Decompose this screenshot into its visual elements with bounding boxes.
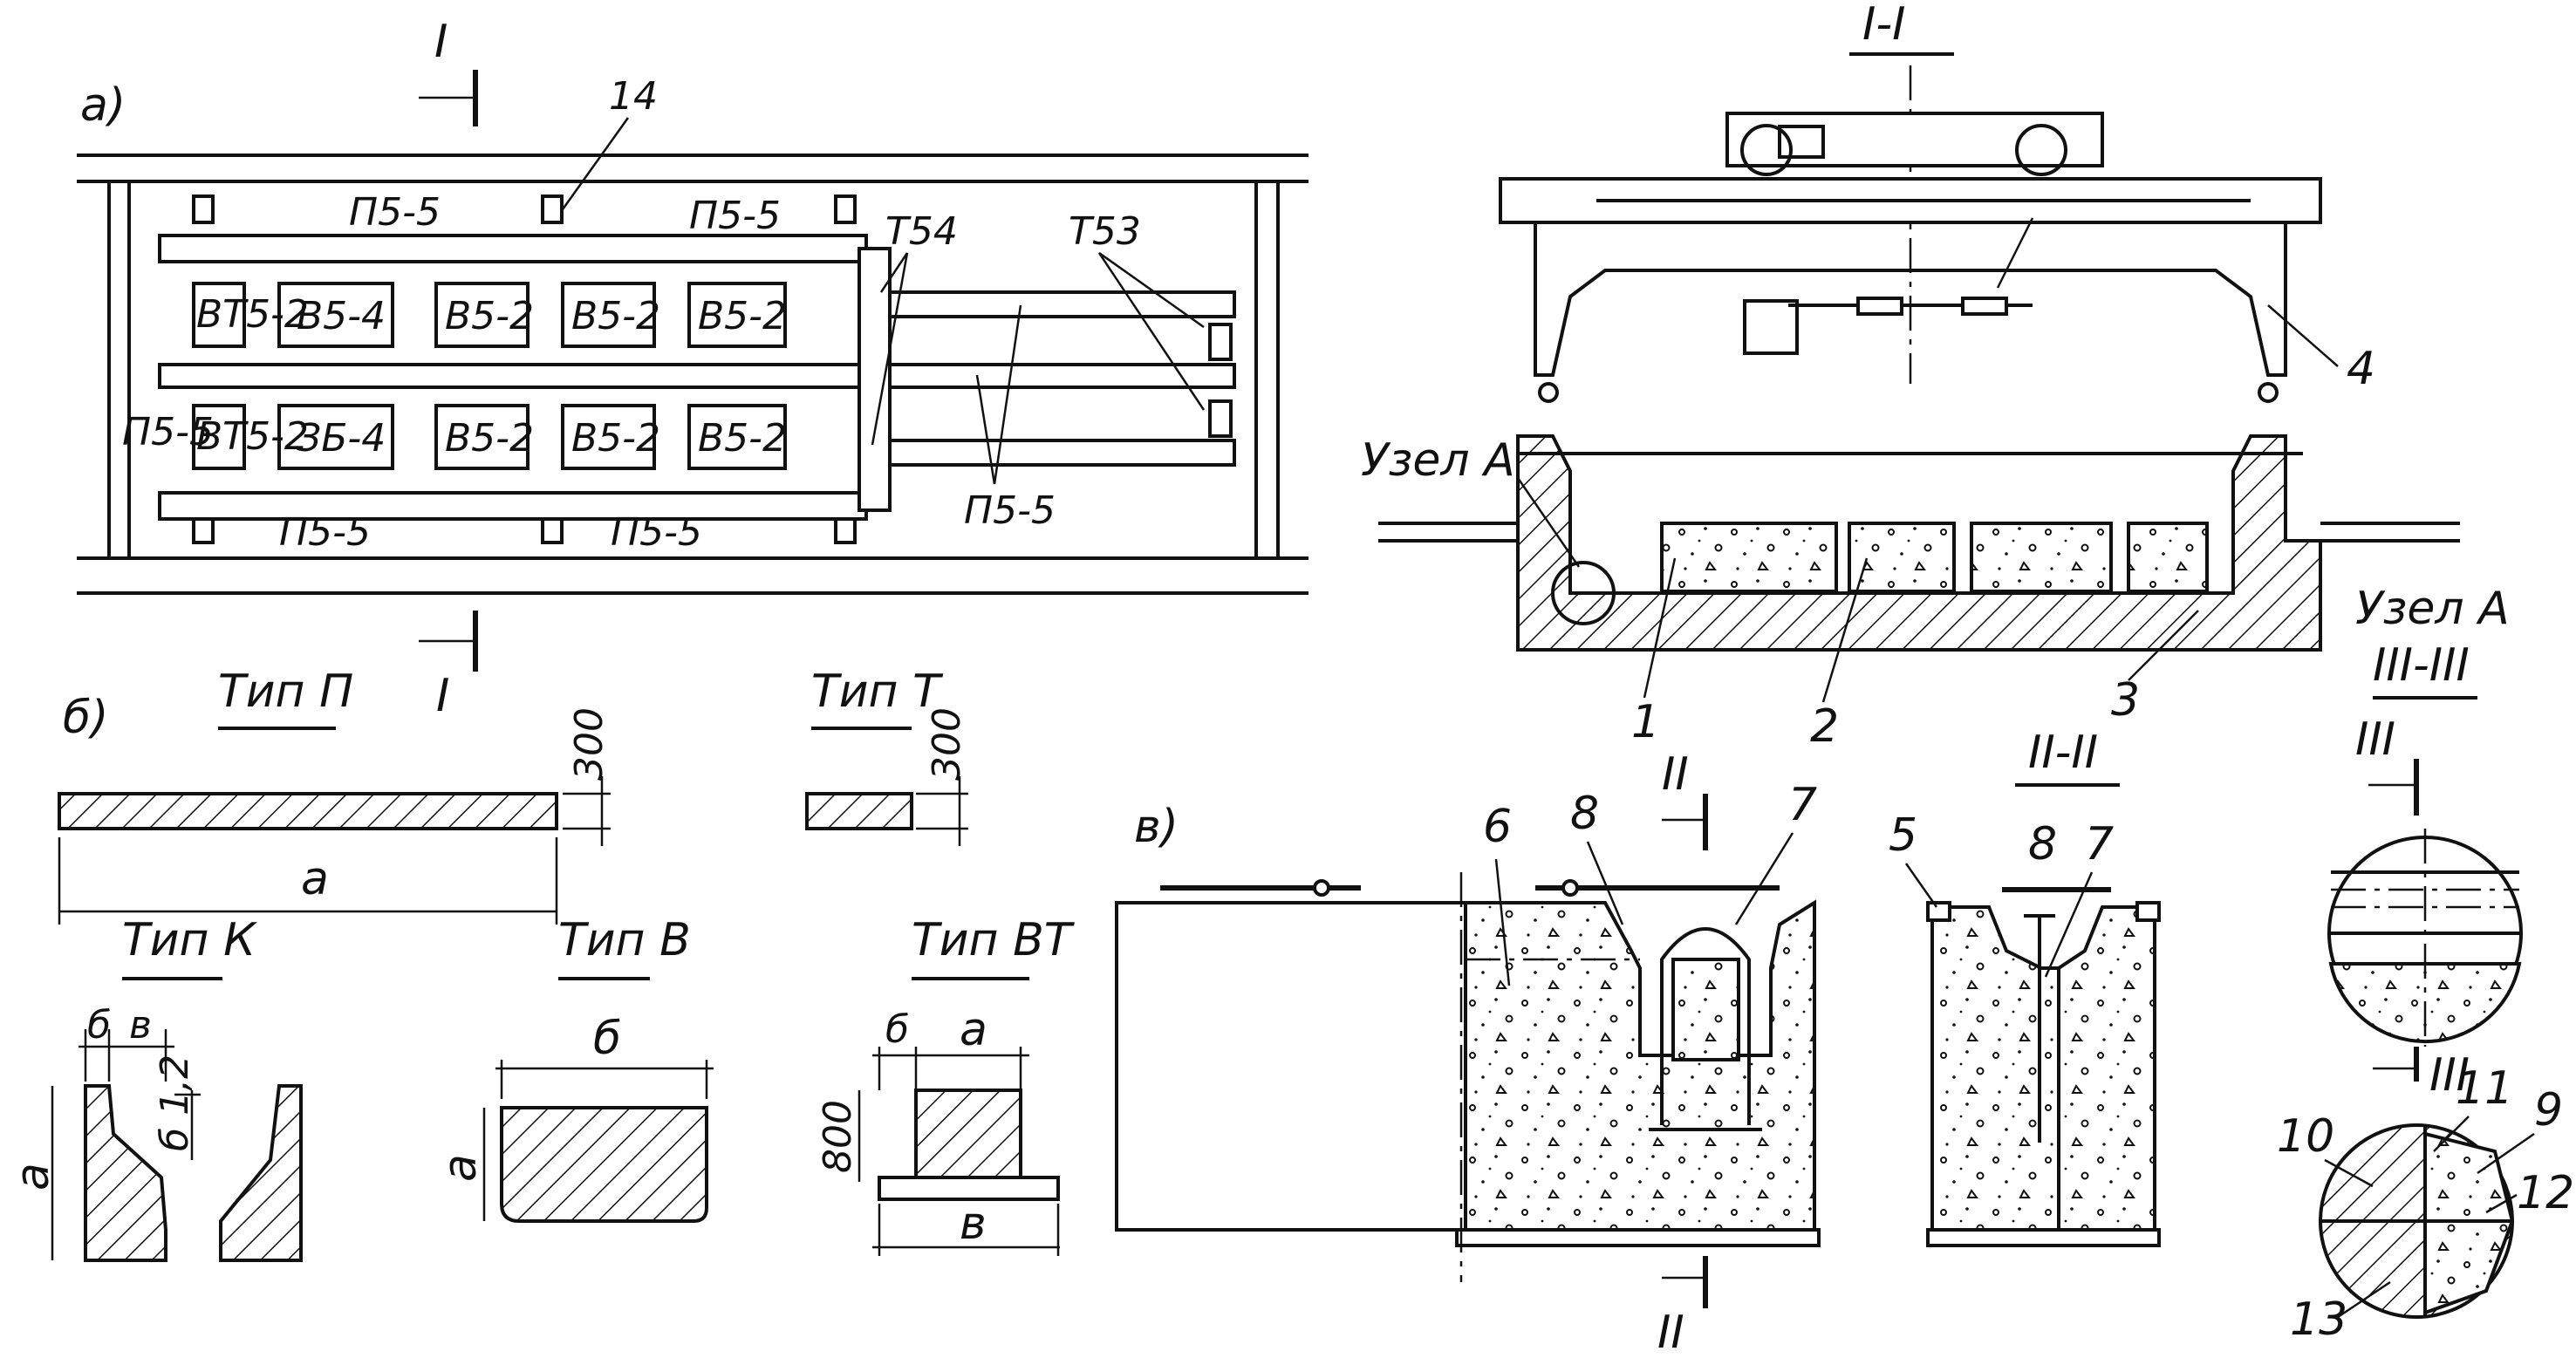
- type-t-title: Тип Т: [811, 665, 944, 718]
- type-vt-dim-v: в: [960, 1198, 987, 1250]
- block: [434, 404, 530, 470]
- type-k-dim-a: a: [7, 1163, 59, 1191]
- section-ii-ii: II-II 5 8 7: [1889, 727, 2161, 1247]
- plan-label: П5-5: [349, 190, 441, 235]
- callout-9: 9: [2534, 1084, 2563, 1136]
- plan-label: Т54: [885, 209, 958, 254]
- plan-label: П5-5: [122, 410, 214, 454]
- cut-iii-top: III: [2355, 713, 2395, 766]
- type-v-dim-b: б: [593, 1013, 621, 1065]
- block-label: В5-4: [297, 294, 386, 338]
- block-label: В5-2: [698, 416, 787, 461]
- plan-view: а) I I: [77, 16, 1308, 722]
- type-v-dim-a: a: [434, 1154, 487, 1182]
- cut-ii-bottom: II: [1657, 1307, 1684, 1359]
- block: [192, 404, 246, 470]
- block-label: ВТ5-2: [196, 414, 309, 459]
- callout-4: 4: [2347, 343, 2375, 395]
- block-types: б) Тип П a 300 Тип Т 300 Тип К б в a: [7, 665, 1076, 1262]
- plan-label: Т53: [1069, 209, 1141, 254]
- block: [687, 282, 787, 348]
- node-a-detail: Узел А III-III III III 9 11 10 12 13: [2277, 583, 2574, 1346]
- callout-1: 1: [1631, 696, 1660, 748]
- plan-label: П5-5: [964, 488, 1056, 533]
- node-a-label: Узел А: [1361, 434, 1515, 487]
- block: [561, 282, 656, 348]
- block-label: В5-2: [571, 416, 660, 461]
- type-k-dim-b: б: [87, 1003, 111, 1048]
- type-p-dim-h: 300: [567, 707, 612, 781]
- view-v: в) II II 6 8 7: [1115, 748, 1821, 1359]
- type-v-title: Тип В: [558, 914, 691, 966]
- type-vt-dim-a: a: [960, 1004, 987, 1056]
- type-k-dim-b12: б 1,2: [153, 1054, 197, 1151]
- callout-3: 3: [2111, 674, 2140, 727]
- type-k-title: Тип К: [122, 914, 257, 966]
- callout-7b: 7: [2085, 818, 2114, 870]
- callout-11: 11: [2456, 1062, 2513, 1115]
- section-i-top-label: I: [434, 16, 448, 68]
- type-k-dim-v: в: [129, 1003, 152, 1048]
- block-label: В5-2: [445, 416, 534, 461]
- cut-iii-bottom: III: [2429, 1049, 2470, 1102]
- callout-13: 13: [2290, 1293, 2347, 1346]
- plan-label: П5-5: [611, 510, 702, 555]
- block: [561, 404, 656, 470]
- block: [687, 404, 787, 470]
- view-a-marker: а): [80, 79, 126, 132]
- block-label: В5-2: [445, 294, 534, 338]
- cut-ii-top: II: [1662, 748, 1689, 801]
- type-p-title: Тип П: [218, 665, 353, 718]
- section-i-title: I-I: [1862, 0, 1905, 51]
- callout-6: 6: [1483, 801, 1512, 853]
- type-vt-dim-b: б: [885, 1007, 909, 1052]
- plan-label: 14: [609, 74, 658, 119]
- section-iii-title: III-III: [2373, 639, 2470, 692]
- block: [192, 282, 246, 348]
- callout-10: 10: [2277, 1110, 2334, 1163]
- section-i-i: I-I Узел А 4 1: [1361, 0, 2460, 753]
- node-a-title: Узел А: [2355, 583, 2510, 635]
- plan-label: П5-5: [689, 194, 781, 238]
- type-t-dim-h: 300: [925, 707, 969, 781]
- callout-7: 7: [1788, 779, 1817, 831]
- callout-2: 2: [1810, 700, 1839, 753]
- plan-label: П5-5: [279, 510, 371, 555]
- block-label: В5-2: [698, 294, 787, 338]
- callout-12: 12: [2517, 1167, 2574, 1219]
- view-b-marker: б): [63, 692, 108, 744]
- callout-8b: 8: [2028, 818, 2057, 870]
- callout-5: 5: [1889, 809, 1917, 862]
- block: [277, 282, 394, 348]
- section-ii-title: II-II: [2028, 727, 2098, 779]
- type-vt-title: Тип ВТ: [912, 914, 1076, 966]
- section-i-bottom-label: I: [436, 670, 449, 722]
- block: [434, 282, 530, 348]
- block-label: ЗБ-4: [297, 416, 386, 461]
- type-vt-dim-h: 800: [816, 1100, 860, 1173]
- callout-8: 8: [1570, 788, 1599, 840]
- block-label: ВТ5-2: [196, 292, 309, 337]
- view-v-marker: в): [1134, 801, 1179, 853]
- block-label: В5-2: [571, 294, 660, 338]
- block: [277, 404, 394, 470]
- type-p-dim-len: a: [301, 853, 329, 905]
